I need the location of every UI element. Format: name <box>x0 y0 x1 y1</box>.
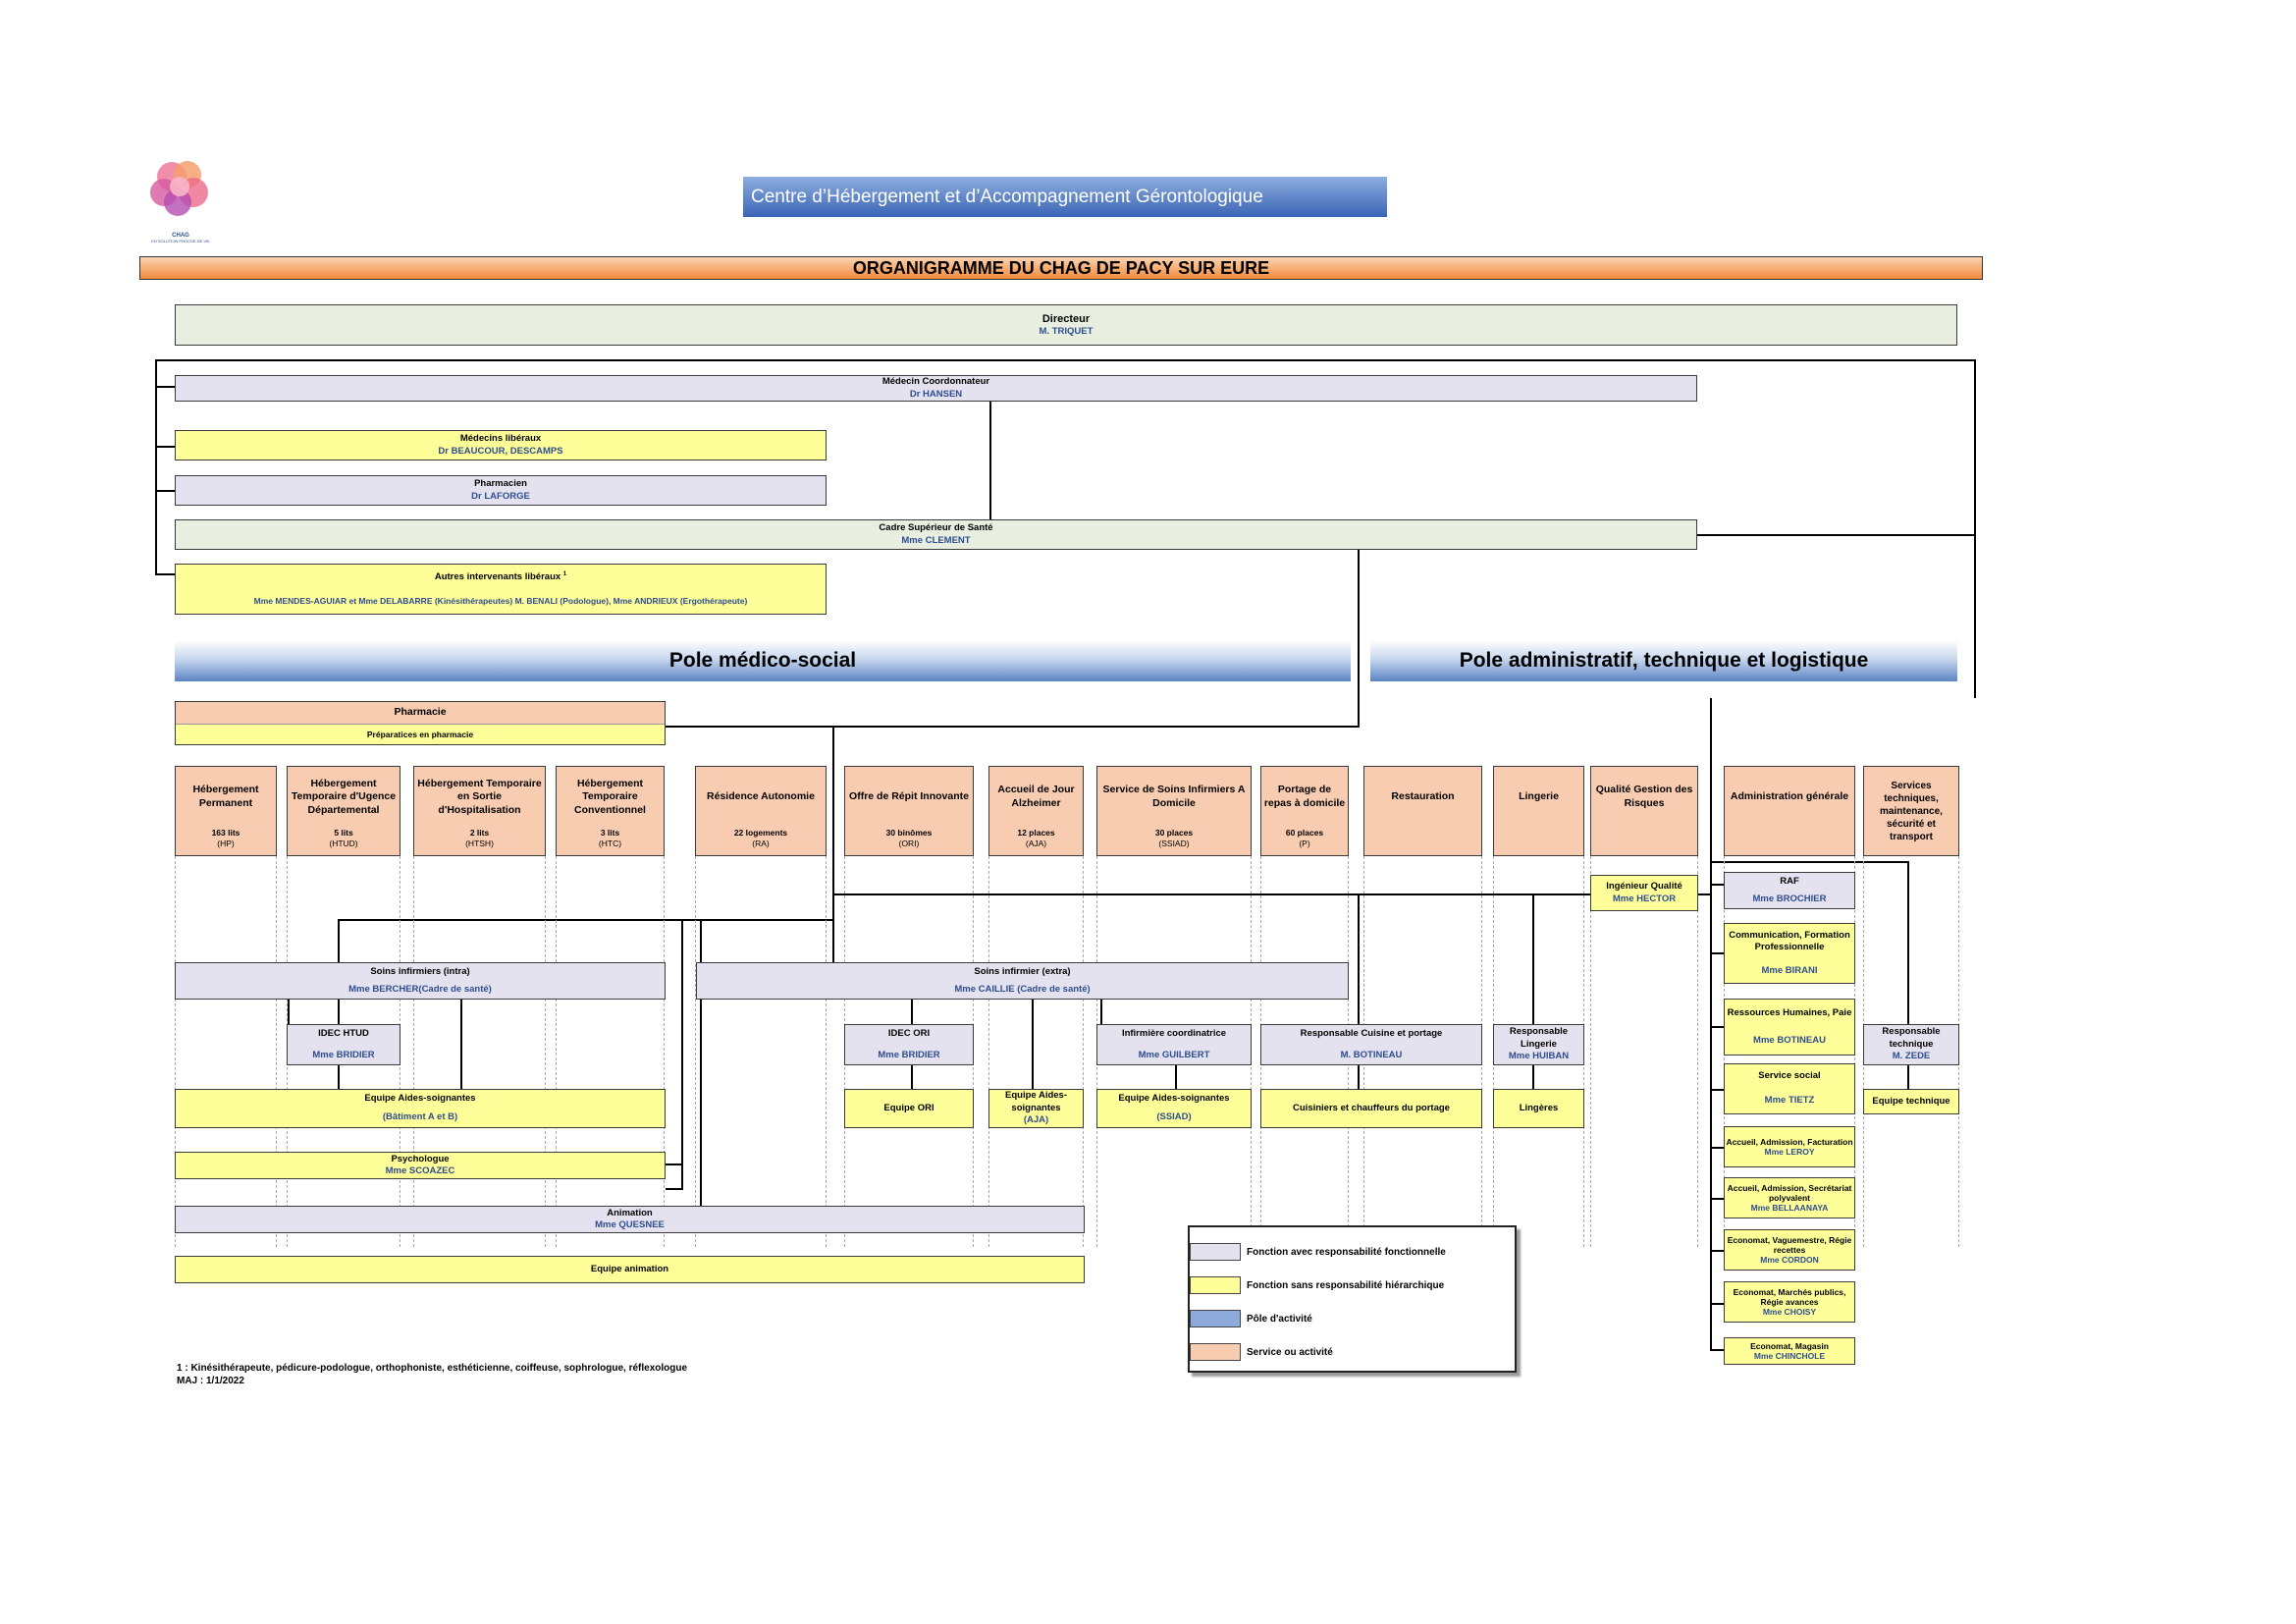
service-qualite: Qualité Gestion des Risques <box>1590 766 1698 856</box>
pharmacie-sub: Préparatices en pharmacie <box>176 724 665 744</box>
infirmiere-coordinatrice-box: Infirmière coordinatrice Mme GUILBERT <box>1096 1024 1252 1065</box>
pole-administratif: Pole administratif, technique et logisti… <box>1370 640 1957 681</box>
psychologue-box: Psychologue Mme SCOAZEC <box>175 1152 666 1179</box>
medecins-liberaux-box: Médecins libéraux Dr BEAUCOUR, DESCAMPS <box>175 430 827 460</box>
maj-date: MAJ : 1/1/2022 <box>177 1376 244 1386</box>
pole-medico-social: Pole médico-social <box>175 640 1351 681</box>
medecin-box: Médecin Coordonnateur Dr HANSEN <box>175 375 1697 402</box>
admin-service-social: Service social Mme TIETZ <box>1724 1063 1855 1114</box>
service-hp: Hébergement Permanent 163 lits (HP) <box>175 766 277 856</box>
logo-text: CHAG <box>172 233 189 239</box>
equipe-as-box: Equipe Aides-soignantes (Bâtiment A et B… <box>175 1089 666 1128</box>
service-htud: Hébergement Temporaire d'Ugence Départem… <box>287 766 400 856</box>
admin-accueil-secretariat: Accueil, Admission, Secrétariat polyvale… <box>1724 1177 1855 1218</box>
medecin-name: Dr HANSEN <box>909 388 963 400</box>
service-ra: Résidence Autonomie 22 logements (RA) <box>695 766 827 856</box>
equipe-animation-box: Equipe animation <box>175 1256 1085 1283</box>
liberaux-role: Médecins libéraux <box>459 433 542 445</box>
equipe-technique-box: Equipe technique <box>1863 1089 1959 1114</box>
admin-economat-magasin: Economat, Magasin Mme CHINCHOLE <box>1724 1337 1855 1365</box>
equipe-aja-box: Equipe Aides-soignantes (AJA) <box>988 1089 1084 1128</box>
directeur-box: Directeur M. TRIQUET <box>175 304 1957 346</box>
legend-item: Fonction sans responsabilité hiérarchiqu… <box>1190 1276 1444 1294</box>
responsable-cuisine-box: Responsable Cuisine et portage M. BOTINE… <box>1260 1024 1482 1065</box>
pharmacie-role: Pharmacie <box>394 706 447 719</box>
pharmacien-role: Pharmacien <box>474 478 527 490</box>
service-aja: Accueil de Jour Alzheimer 12 places (AJA… <box>988 766 1084 856</box>
service-restauration: Restauration <box>1363 766 1482 856</box>
legend-item: Pôle d'activité <box>1190 1310 1312 1327</box>
directeur-role: Directeur <box>1041 312 1091 325</box>
autres-names: Mme MENDES-AGUIAR et Mme DELABARRE (Kiné… <box>253 596 748 607</box>
service-lingerie: Lingerie <box>1493 766 1584 856</box>
soins-intra-box: Soins infirmiers (intra) Mme BERCHER(Cad… <box>175 962 666 1000</box>
admin-economat-marches: Economat, Marchés publics, Régie avances… <box>1724 1281 1855 1323</box>
medecin-role: Médecin Coordonnateur <box>881 376 990 388</box>
cadre-box: Cadre Supérieur de Santé Mme CLEMENT <box>175 519 1697 550</box>
org-title: ORGANIGRAMME DU CHAG DE PACY SUR EURE <box>139 256 1983 280</box>
admin-raf: RAF Mme BROCHIER <box>1724 872 1855 909</box>
service-ssiad: Service de Soins Infirmiers A Domicile 3… <box>1096 766 1252 856</box>
pharmacie-box: Pharmacie Préparatices en pharmacie <box>175 701 666 745</box>
admin-economat-recettes: Economat, Vaguemestre, Régie recettes Mm… <box>1724 1229 1855 1271</box>
service-techniques: Services techniques, maintenance, sécuri… <box>1863 766 1959 856</box>
logo-flower-icon <box>150 161 208 216</box>
legend-swatch <box>1190 1243 1241 1261</box>
admin-communication: Communication, Formation Professionnelle… <box>1724 923 1855 984</box>
legend-swatch <box>1190 1343 1241 1361</box>
service-ori: Offre de Répit Innovante 30 binômes (ORI… <box>844 766 974 856</box>
admin-rh: Ressources Humaines, Paie Mme BOTINEAU <box>1724 999 1855 1056</box>
equipe-ssiad-box: Equipe Aides-soignantes (SSIAD) <box>1096 1089 1252 1128</box>
pharmacien-box: Pharmacien Dr LAFORGE <box>175 475 827 506</box>
responsable-lingerie-box: Responsable Lingerie Mme HUIBAN <box>1493 1024 1584 1065</box>
legend: Fonction avec responsabilité fonctionnel… <box>1188 1225 1517 1373</box>
ingenieur-qualite-box: Ingénieur Qualité Mme HECTOR <box>1590 875 1698 911</box>
legend-swatch <box>1190 1310 1241 1327</box>
legend-swatch <box>1190 1276 1241 1294</box>
service-administration: Administration générale <box>1724 766 1855 856</box>
idec-htud-box: IDEC HTUD Mme BRIDIER <box>287 1024 400 1065</box>
logo: CHAG EN SOLUTION PROCHE DE VIE <box>142 155 219 245</box>
logo-subtext: EN SOLUTION PROCHE DE VIE <box>151 239 210 244</box>
idec-ori-box: IDEC ORI Mme BRIDIER <box>844 1024 974 1065</box>
legend-item: Service ou activité <box>1190 1343 1333 1361</box>
pharmacien-name: Dr LAFORGE <box>471 490 530 502</box>
animation-box: Animation Mme QUESNEE <box>175 1206 1085 1233</box>
responsable-technique-box: Responsable technique M. ZEDE <box>1863 1024 1959 1065</box>
cadre-name: Mme CLEMENT <box>901 534 971 546</box>
equipe-ori-box: Equipe ORI <box>844 1089 974 1128</box>
soins-extra-box: Soins infirmier (extra) Mme CAILLIE (Cad… <box>696 962 1349 1000</box>
legend-item: Fonction avec responsabilité fonctionnel… <box>1190 1243 1446 1261</box>
service-htc: Hébergement Temporaire Conventionnel 3 l… <box>556 766 665 856</box>
banner-title: Centre d’Hébergement et d’Accompagnement… <box>743 177 1387 217</box>
liberaux-name: Dr BEAUCOUR, DESCAMPS <box>438 445 563 457</box>
cadre-role: Cadre Supérieur de Santé <box>879 522 993 534</box>
service-portage: Portage de repas à domicile 60 places (P… <box>1260 766 1349 856</box>
lingeres-box: Lingères <box>1493 1089 1584 1128</box>
autres-role: Autres intervenants libéraux 1 <box>434 570 567 582</box>
autres-intervenants-box: Autres intervenants libéraux 1 Mme MENDE… <box>175 564 827 615</box>
footnote: 1 : Kinésithérapeute, pédicure-podologue… <box>177 1363 688 1374</box>
directeur-name: M. TRIQUET <box>1039 325 1094 337</box>
admin-accueil-facturation: Accueil, Admission, Facturation Mme LERO… <box>1724 1126 1855 1167</box>
footnote-marker: 1 <box>562 570 567 577</box>
service-htsh: Hébergement Temporaire en Sortie d'Hospi… <box>413 766 546 856</box>
cuisiniers-box: Cuisiniers et chauffeurs du portage <box>1260 1089 1482 1128</box>
